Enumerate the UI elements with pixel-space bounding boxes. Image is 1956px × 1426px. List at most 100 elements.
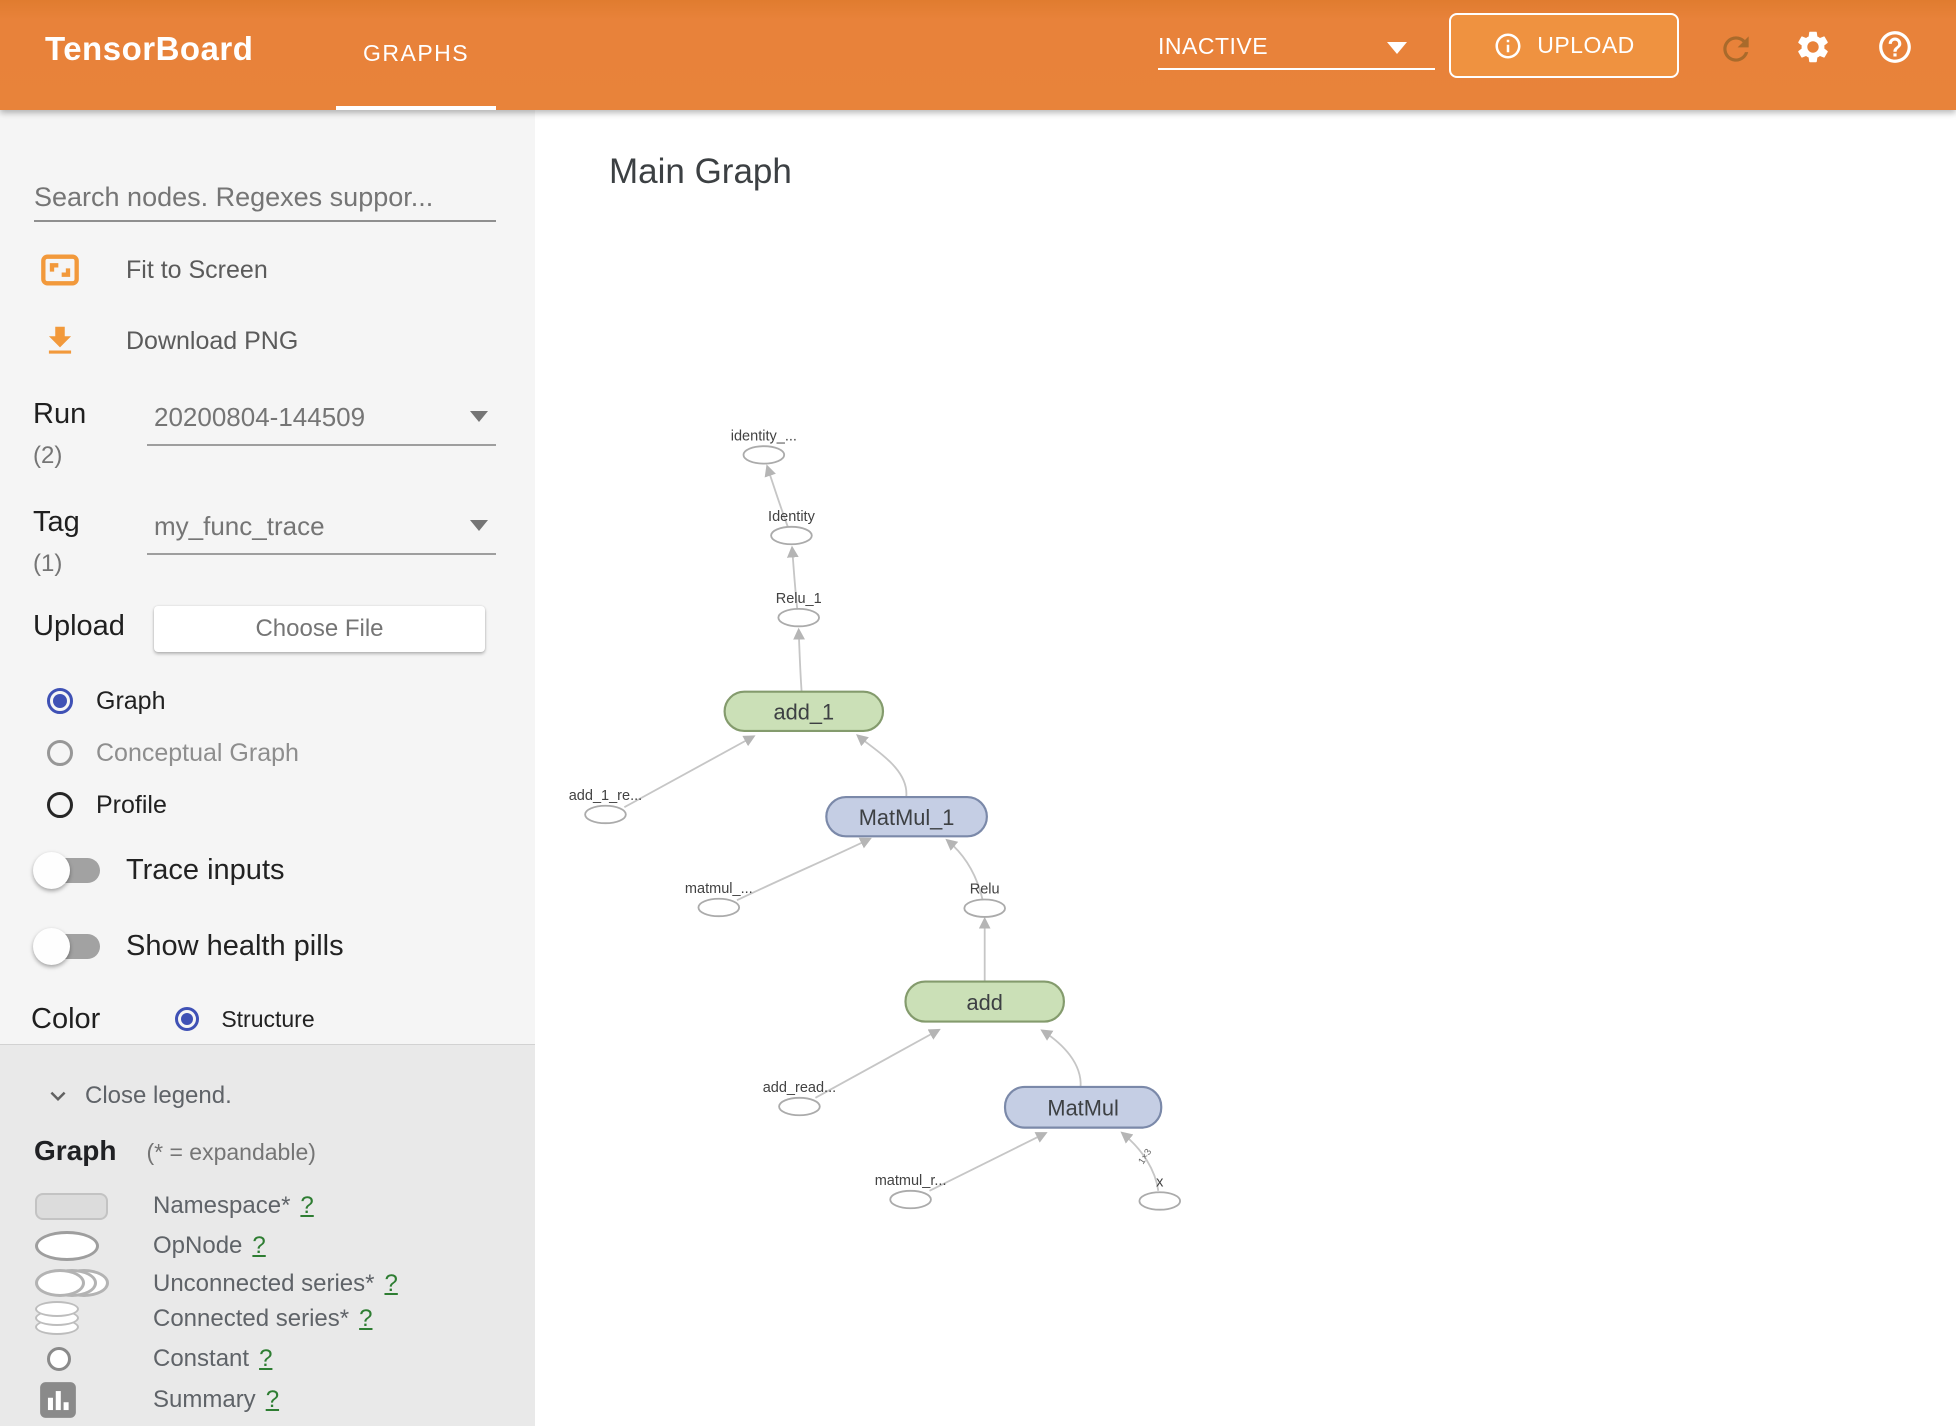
trace-inputs-label: Trace inputs bbox=[126, 853, 285, 886]
show-health-pills-label: Show health pills bbox=[126, 929, 344, 962]
graph-node-label: Relu_1 bbox=[776, 591, 822, 607]
legend-item-opnode: OpNode ? bbox=[0, 1226, 535, 1266]
graph-node-add_1[interactable] bbox=[723, 690, 885, 733]
graph-node-add_1_read[interactable] bbox=[584, 804, 627, 825]
graph-node-label: identity_... bbox=[731, 428, 797, 444]
toggle-off-icon bbox=[33, 927, 100, 965]
constant-icon bbox=[47, 1347, 71, 1371]
radio-unselected-icon bbox=[47, 740, 73, 766]
legend-item-label: OpNode bbox=[153, 1232, 243, 1259]
graph-edge-add_1-to-Relu_1 bbox=[793, 627, 805, 692]
help-icon[interactable] bbox=[1876, 28, 1914, 66]
run-label: Run bbox=[33, 398, 87, 430]
graph-node-label: add_1 bbox=[774, 700, 835, 725]
graph-node-identity_out[interactable] bbox=[742, 445, 786, 465]
color-label: Color bbox=[31, 1002, 101, 1035]
help-link[interactable]: ? bbox=[259, 1345, 273, 1372]
show-health-pills-toggle[interactable]: Show health pills bbox=[33, 922, 344, 970]
graph-node-label: matmul_r... bbox=[875, 1173, 947, 1189]
graph-node-add[interactable] bbox=[904, 980, 1065, 1023]
radio-profile[interactable]: Profile bbox=[47, 783, 167, 827]
upload-label: Upload bbox=[33, 610, 125, 642]
download-png-button[interactable]: Download PNG bbox=[40, 319, 298, 363]
radio-graph[interactable]: Graph bbox=[47, 679, 165, 723]
graph-node-MatMul[interactable] bbox=[1003, 1085, 1163, 1129]
status-dropdown[interactable]: INACTIVE bbox=[1158, 28, 1435, 70]
connected-series-icon bbox=[35, 1301, 81, 1337]
graph-node-add_read[interactable] bbox=[778, 1096, 821, 1117]
legend-item-summary: Summary ? bbox=[0, 1380, 535, 1420]
graph-node-label: add bbox=[967, 990, 1003, 1015]
tag-chevron-down-icon[interactable] bbox=[470, 520, 488, 531]
info-icon bbox=[1495, 33, 1521, 58]
graph-edge-MatMul_1-to-add_1 bbox=[856, 734, 908, 798]
graph-node-matmul_r_read[interactable] bbox=[889, 1189, 932, 1210]
tab-graphs[interactable]: GRAPHS bbox=[363, 40, 470, 66]
graph-edge-add_read-to-add bbox=[814, 1028, 941, 1099]
run-select-underline bbox=[147, 444, 496, 446]
graph-node-x[interactable] bbox=[1138, 1191, 1182, 1211]
color-structure-radio[interactable] bbox=[175, 1007, 200, 1031]
graph-node-matmul_read[interactable] bbox=[697, 897, 741, 918]
graph-node-label: Identity bbox=[768, 509, 816, 525]
graph-edge-matmul_r_read-to-MatMul bbox=[929, 1132, 1048, 1192]
graph-edge-Relu_1-to-Identity bbox=[786, 545, 799, 610]
help-link[interactable]: ? bbox=[265, 1386, 280, 1413]
trace-inputs-toggle[interactable]: Trace inputs bbox=[33, 846, 285, 894]
legend-item-namespace: Namespace* ? bbox=[0, 1186, 535, 1226]
help-link[interactable]: ? bbox=[300, 1192, 314, 1219]
toggle-off-icon bbox=[33, 851, 100, 889]
download-icon bbox=[48, 326, 72, 354]
graph-edge-MatMul-to-add bbox=[1040, 1029, 1082, 1087]
run-count: (2) bbox=[33, 442, 63, 469]
close-legend-button[interactable]: Close legend. bbox=[43, 1081, 232, 1111]
graph-edge-x-to-MatMul bbox=[1120, 1131, 1160, 1191]
refresh-icon[interactable] bbox=[1717, 30, 1755, 68]
help-link[interactable]: ? bbox=[359, 1305, 373, 1332]
graph-node-label: MatMul bbox=[1047, 1095, 1118, 1120]
graph-node-label: add_read... bbox=[763, 1080, 836, 1096]
graph-node-Identity[interactable] bbox=[770, 525, 813, 546]
legend-title-row: Graph (* = expandable) bbox=[34, 1135, 316, 1167]
run-select-value[interactable]: 20200804-144509 bbox=[154, 402, 366, 432]
legend-item-label: Constant bbox=[153, 1345, 250, 1372]
legend-panel: Close legend. Graph (* = expandable) Nam… bbox=[0, 1044, 535, 1426]
help-link[interactable]: ? bbox=[384, 1270, 398, 1297]
graph-node-label: add_1_re... bbox=[569, 788, 642, 804]
graph-node-label: matmul_... bbox=[685, 881, 753, 897]
help-link[interactable]: ? bbox=[252, 1232, 266, 1259]
tag-select-underline bbox=[147, 553, 496, 555]
tag-select-value[interactable]: my_func_trace bbox=[154, 511, 325, 541]
radio-profile-label: Profile bbox=[96, 790, 167, 819]
page-title: Main Graph bbox=[609, 152, 792, 191]
radio-conceptual-graph[interactable]: Conceptual Graph bbox=[47, 731, 299, 775]
legend-expandable-note: (* = expandable) bbox=[146, 1139, 316, 1165]
gear-icon[interactable] bbox=[1794, 28, 1832, 66]
legend-item-label: Connected series* bbox=[153, 1305, 350, 1332]
active-tab-indicator bbox=[336, 106, 496, 110]
legend-item-unconnected-series: Unconnected series* ? bbox=[0, 1264, 535, 1304]
fit-to-screen-button[interactable]: Fit to Screen bbox=[40, 248, 268, 292]
upload-button[interactable]: UPLOAD bbox=[1449, 13, 1679, 78]
graph-node-label: MatMul_1 bbox=[859, 805, 955, 830]
upload-button-label: UPLOAD bbox=[1537, 32, 1635, 58]
legend-title: Graph bbox=[34, 1135, 117, 1166]
edges-layer: 1×3 bbox=[623, 464, 1160, 1192]
chevron-down-icon bbox=[50, 1091, 66, 1101]
radio-conceptual-graph-label: Conceptual Graph bbox=[96, 738, 299, 767]
close-legend-label: Close legend. bbox=[85, 1082, 232, 1109]
search-input[interactable] bbox=[34, 174, 496, 222]
download-png-label: Download PNG bbox=[126, 326, 299, 355]
choose-file-button[interactable]: Choose File bbox=[154, 606, 485, 652]
chevron-down-icon bbox=[1387, 42, 1407, 54]
color-structure-label: Structure bbox=[221, 1005, 315, 1032]
run-chevron-down-icon[interactable] bbox=[470, 411, 488, 422]
graph-node-Relu[interactable] bbox=[963, 898, 1006, 918]
graph-node-MatMul_1[interactable] bbox=[825, 795, 988, 838]
graph-node-Relu_1[interactable] bbox=[777, 607, 820, 628]
radio-unselected-icon bbox=[47, 792, 73, 818]
graph-node-label: x bbox=[1156, 1174, 1164, 1190]
